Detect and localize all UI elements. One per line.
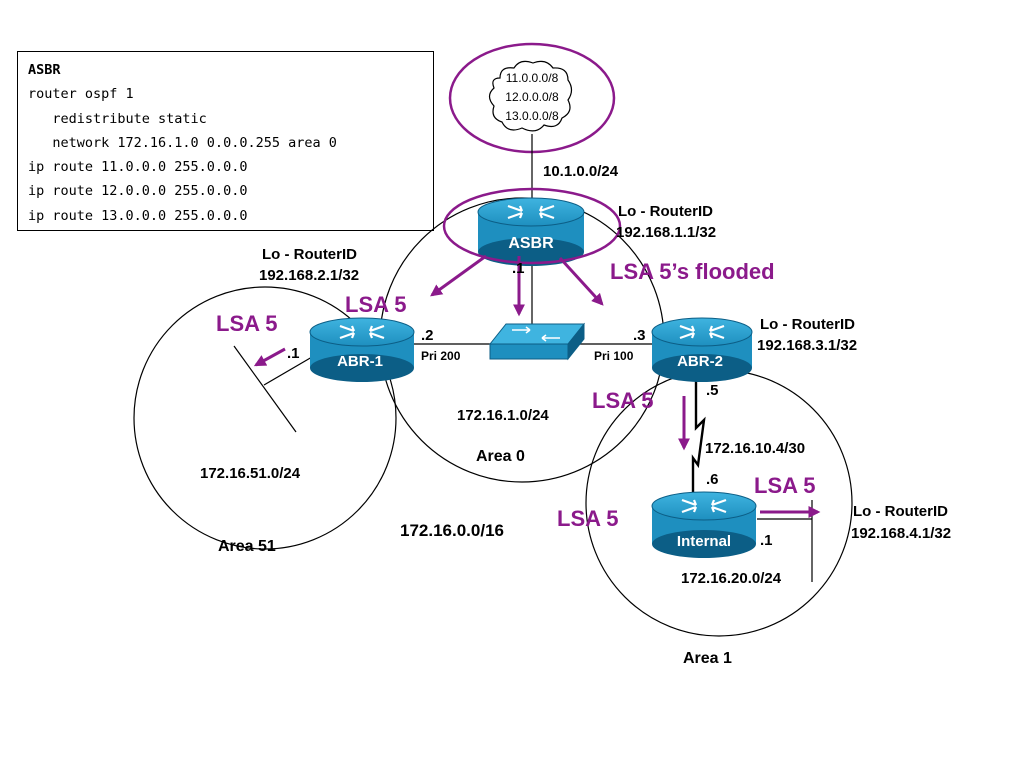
serial-link: [691, 370, 706, 492]
abr2-lo-label: Lo - RouterID: [760, 316, 855, 333]
lsa-area1-label: LSA 5: [557, 506, 619, 531]
router-abr1-name: ABR-1: [337, 353, 383, 370]
lsa-arrow-to-abr1: [430, 254, 487, 297]
internal-lan-interface: .1: [760, 532, 773, 549]
internal-serial-interface: .6: [706, 471, 719, 488]
area1-name: Area 1: [683, 650, 732, 667]
abr2-router-id: 192.168.3.1/32: [757, 337, 857, 354]
area51-name: Area 51: [218, 538, 276, 555]
config-line: network 172.16.1.0 0.0.0.255 area 0: [28, 134, 337, 151]
abr1-lo-label: Lo - RouterID: [262, 246, 357, 263]
router-internal-name: Internal: [677, 533, 731, 550]
router-internal-icon[interactable]: [651, 491, 757, 558]
lsa-area51-label: LSA 5: [216, 311, 278, 336]
cloud-shape: [488, 60, 573, 132]
lsa-internal-label: LSA 5: [754, 473, 816, 498]
cloud-network-11: 11.0.0.0/8: [506, 71, 559, 85]
lsa-abr1-label: LSA 5: [345, 292, 407, 317]
switch-icon: [488, 322, 586, 361]
asbr-lo-label: Lo - RouterID: [618, 203, 713, 220]
config-box: ASBR router ospf 1 redistribute static n…: [17, 51, 434, 231]
lsa-arrow-to-abr2: [558, 256, 604, 306]
area51-boundary: [133, 286, 397, 550]
lsa-flooded-label: LSA 5’s flooded: [610, 259, 775, 284]
cloud-network-12: 12.0.0.0/8: [505, 90, 559, 104]
router-asbr-icon[interactable]: [477, 197, 585, 266]
asbr-router-id: 192.168.1.1/32: [616, 224, 716, 241]
area1-serial-subnet: 172.16.10.4/30: [705, 440, 805, 457]
config-line: router ospf 1: [28, 86, 134, 103]
config-line: ip route 11.0.0.0 255.0.0.0: [28, 159, 248, 176]
router-abr1-icon[interactable]: [309, 317, 415, 382]
asbr-highlight-ring: [442, 187, 622, 265]
abr2-area0-interface: .3: [633, 327, 646, 344]
abr2-serial-interface: .5: [706, 382, 719, 399]
config-line: redistribute static: [28, 110, 207, 127]
config-line: ip route 12.0.0.0 255.0.0.0: [28, 183, 248, 200]
abr1-area51-line: [263, 356, 313, 386]
config-line: ip route 13.0.0.0 255.0.0.0: [28, 207, 248, 224]
summary-network: 172.16.0.0/16: [400, 521, 504, 540]
lsa-arrow-to-area51: [253, 347, 286, 367]
area1-lan-subnet: 172.16.20.0/24: [681, 570, 782, 587]
abr1-area0-interface: .2: [421, 327, 434, 344]
abr1-router-id: 192.168.2.1/32: [259, 267, 359, 284]
area51-subnet: 172.16.51.0/24: [200, 465, 301, 482]
internal-lo-label: Lo - RouterID: [853, 503, 948, 520]
abr2-priority: Pri 100: [594, 349, 634, 363]
abr1-area51-interface: .1: [287, 345, 300, 362]
router-abr2-name: ABR-2: [677, 353, 723, 370]
lsa-arrows: [253, 254, 821, 518]
router-abr2-icon[interactable]: [651, 317, 753, 382]
lsa-abr2-label: LSA 5: [592, 388, 654, 413]
cloud-network-13: 13.0.0.0/8: [505, 109, 559, 123]
area0-name: Area 0: [476, 448, 525, 465]
abr1-priority: Pri 200: [421, 349, 461, 363]
internal-router-id: 192.168.4.1/32: [851, 525, 951, 542]
area51-lan-segment: [233, 345, 297, 433]
area0-subnet: 172.16.1.0/24: [457, 407, 549, 424]
router-asbr-name: ASBR: [508, 235, 554, 252]
asbr-interface-label: .1: [512, 260, 525, 277]
config-line: ASBR: [28, 62, 61, 78]
cloud-link-subnet: 10.1.0.0/24: [543, 163, 619, 180]
